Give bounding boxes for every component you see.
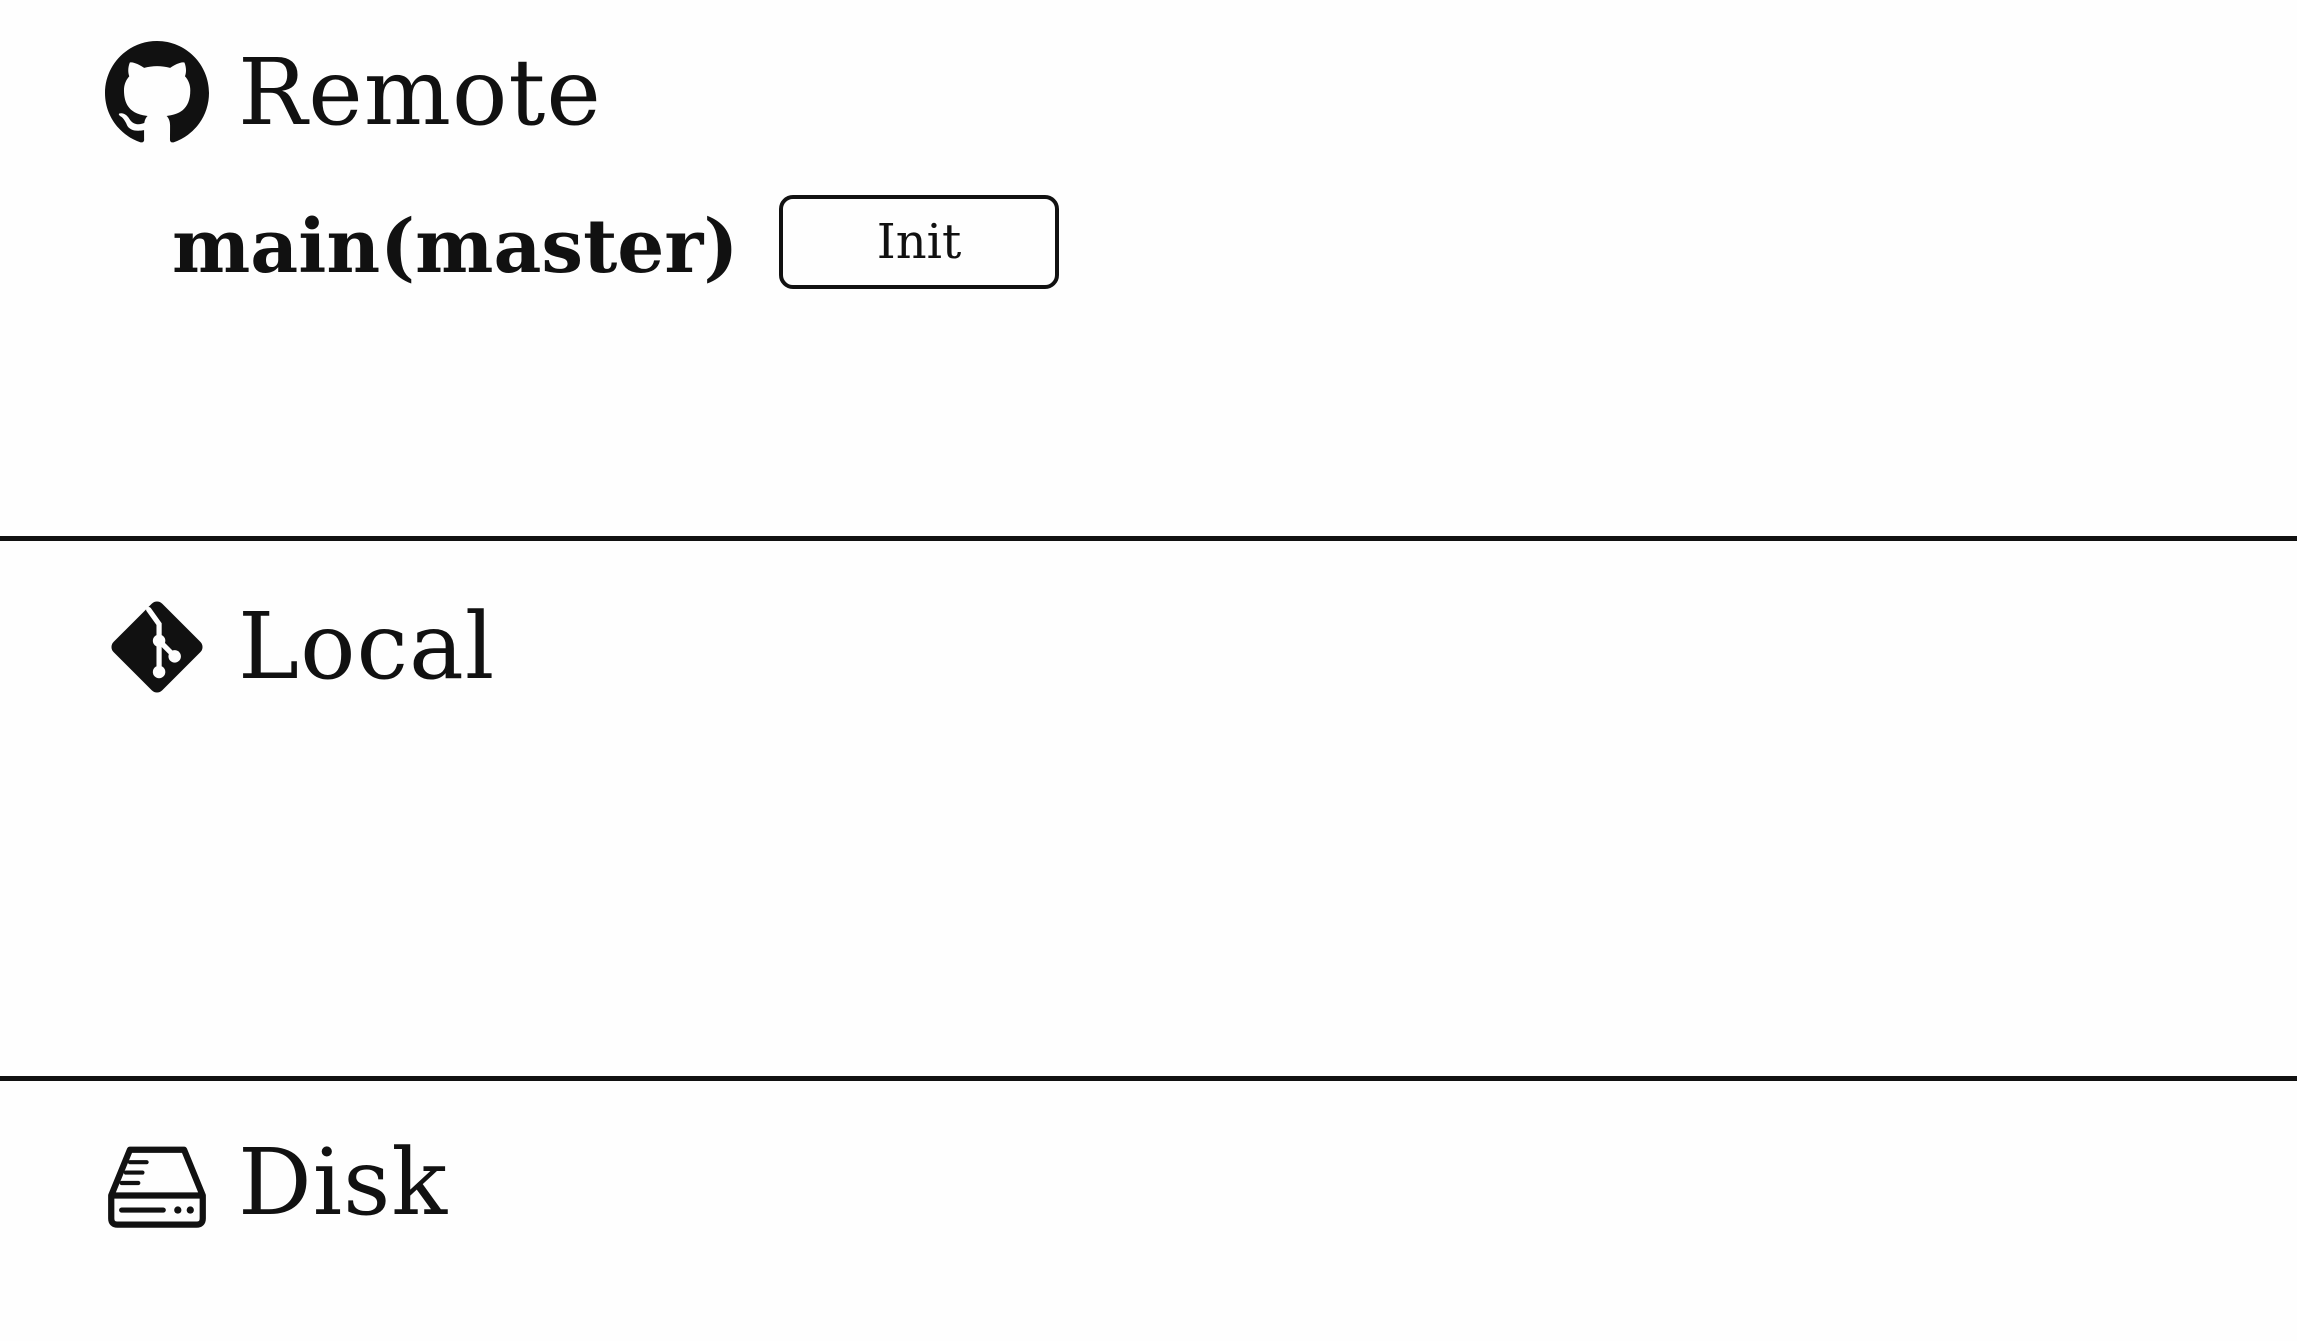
github-icon xyxy=(104,40,210,146)
disk-title: Disk xyxy=(238,1129,449,1236)
branch-name: main(master) xyxy=(172,204,739,290)
disk-header: Disk xyxy=(104,1128,448,1238)
section-divider xyxy=(0,1076,2297,1081)
remote-section: Remote main(master) Init xyxy=(0,0,2297,537)
disk-section: Disk xyxy=(0,1081,2297,1341)
local-section: Local xyxy=(0,541,2297,1077)
remote-title: Remote xyxy=(238,39,602,146)
remote-branch-row: main(master) Init xyxy=(172,192,1059,302)
hard-drive-icon xyxy=(104,1130,210,1236)
local-header: Local xyxy=(104,592,495,702)
git-icon xyxy=(104,594,210,700)
remote-header: Remote xyxy=(104,38,602,148)
local-title: Local xyxy=(238,593,496,700)
section-divider xyxy=(0,536,2297,541)
init-button[interactable]: Init xyxy=(779,195,1059,289)
